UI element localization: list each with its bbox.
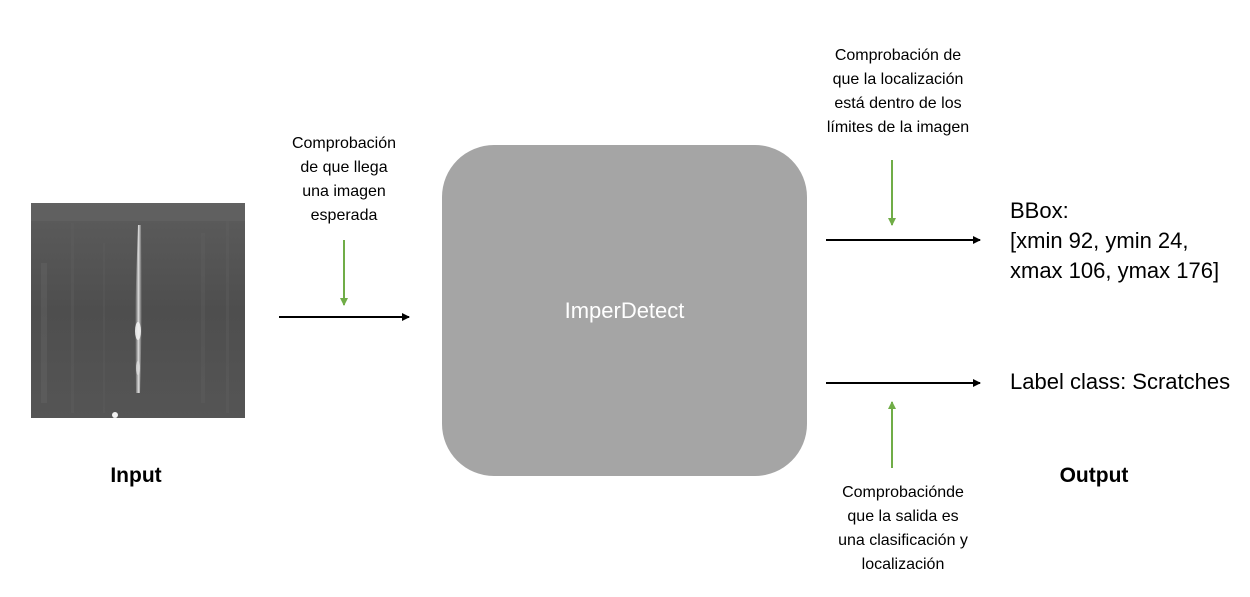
bbox-line: BBox: xyxy=(1010,198,1069,223)
input-check-note: Comprobación de que llega una imagen esp… xyxy=(264,132,424,228)
note-line: una imagen xyxy=(302,183,386,200)
input-caption: Input xyxy=(110,464,162,487)
note-line: que la localización xyxy=(832,71,964,88)
note-line: Comprobación xyxy=(291,135,397,152)
model-name: ImperDetect xyxy=(564,297,685,323)
note-line: Comprobaciónde xyxy=(842,484,964,501)
note-line: esperada xyxy=(310,207,378,224)
output-type-check-note: Comprobaciónde que la salida es una clas… xyxy=(808,481,998,577)
note-line: que la salida es xyxy=(847,508,959,525)
note-line: está dentro de los xyxy=(834,95,962,112)
note-line: localización xyxy=(861,556,945,573)
note-line: Comprobación de xyxy=(834,47,962,64)
note-line: de que llega xyxy=(300,159,388,176)
note-line: una clasificación y xyxy=(838,532,968,549)
scratch-photo xyxy=(31,203,245,418)
output-caption: Output xyxy=(1059,464,1129,487)
bounds-check-note: Comprobación de que la localización está… xyxy=(803,44,993,140)
input-image xyxy=(31,203,245,418)
bbox-output: BBox: [xmin 92, ymin 24, xmax 106, ymax … xyxy=(1010,196,1219,286)
bbox-line: xmax 106, ymax 176] xyxy=(1010,258,1220,283)
model-block: ImperDetect xyxy=(442,145,807,476)
label-class-output: Label class: Scratches xyxy=(1010,369,1231,394)
bbox-line: [xmin 92, ymin 24, xyxy=(1010,228,1189,253)
note-line: límites de la imagen xyxy=(826,119,970,136)
